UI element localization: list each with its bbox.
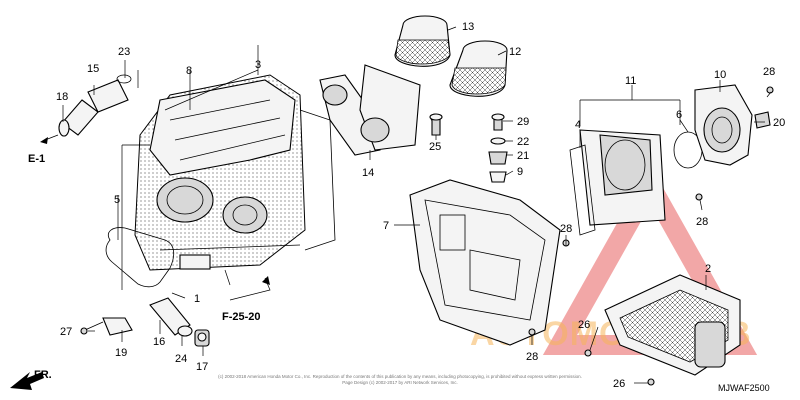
front-direction-arrow: FR. [10,369,52,390]
callout-15: 15 [87,63,99,75]
svg-text:FR.: FR. [34,369,52,381]
diagram-code: MJWAF2500 [718,383,770,393]
callout-18: 18 [56,91,68,103]
callout-21: 21 [517,150,529,162]
callout-4: 4 [575,119,581,131]
callout-5: 5 [114,194,120,206]
reference-e1: E-1 [28,134,59,165]
callout-28-holder: 28 [696,216,708,228]
callout-7: 7 [383,220,389,232]
copyright-line-2: Page Design (c) 2002-2017 by ARI Network… [342,380,458,385]
callout-19: 19 [115,347,127,359]
callout-2: 2 [705,263,711,275]
callout-26-upper: 26 [578,319,590,331]
air-funnel-upper [394,15,451,67]
callout-28-right: 28 [763,66,775,78]
svg-text:F-25-20: F-25-20 [222,311,261,323]
callout-8: 8 [186,65,192,77]
callout-16: 16 [153,336,165,348]
element-holder [569,129,666,236]
air-cleaner-case [409,179,561,346]
callout-28-lower: 28 [526,351,538,363]
bracket [80,317,133,336]
filter-element [604,274,741,376]
callout-1: 1 [194,293,200,305]
callout-28-center: 28 [560,223,572,235]
callout-25: 25 [429,141,441,153]
leader-lines [62,26,772,384]
callout-6: 6 [676,109,682,121]
callout-labels: 1 2 3 4 5 6 7 8 9 10 11 12 13 14 15 16 1… [56,21,785,390]
bolt-25 [429,113,443,136]
callout-14: 14 [362,167,374,179]
intake-duct-assembly [319,64,440,156]
air-cleaner-housing [134,74,336,271]
filter-housing [694,84,771,166]
callout-20: 20 [773,117,785,129]
callout-23: 23 [118,46,130,58]
callout-22: 22 [517,136,529,148]
callout-26-lower: 26 [613,378,625,390]
callout-9: 9 [517,166,523,178]
air-funnel-lower [449,40,508,97]
callout-12: 12 [509,46,521,58]
screw-set [528,86,774,386]
callout-3: 3 [255,59,261,71]
callout-27: 27 [60,326,72,338]
svg-text:E-1: E-1 [28,153,45,165]
housing-gasket [105,227,175,288]
copyright-line-1: (c) 2002-2018 American Honda Motor Co., … [218,374,582,379]
callout-10: 10 [714,69,726,81]
callout-24: 24 [175,353,187,365]
drain-hose [149,297,210,347]
callout-13: 13 [462,21,474,33]
callout-11: 11 [625,75,636,87]
intake-tube [58,74,132,137]
mount-hardware-stack [488,113,508,183]
reference-f2520: F-25-20 [222,276,271,323]
callout-29: 29 [517,116,529,128]
callout-17: 17 [196,361,208,373]
